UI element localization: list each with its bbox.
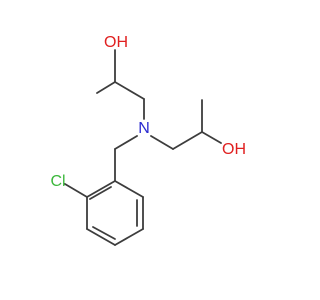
molecule-structure-diagram: OH N OH Cl <box>50 34 246 246</box>
bonds <box>64 49 222 246</box>
bond-n-ch2-right <box>150 135 174 150</box>
atom-label-oh-right: OH <box>222 141 246 158</box>
ring-bond-1 <box>86 180 116 198</box>
bond-ring-cl <box>64 183 88 198</box>
ring-bond-3 <box>86 228 116 246</box>
ring-bond-1-inner <box>89 186 112 200</box>
atom-label-oh-top: OH <box>104 34 128 51</box>
bond-carbinol-ch2-top <box>114 81 145 100</box>
ring-bond-6 <box>114 180 144 198</box>
bond-ch2-carbinol-right <box>172 131 203 150</box>
atom-labels: OH N OH Cl <box>50 34 246 190</box>
bond-carbinol-oh-right <box>201 131 222 144</box>
bond-n-ch2-benzyl <box>114 135 138 150</box>
atom-label-cl: Cl <box>50 173 65 190</box>
bond-methyl-top <box>96 81 116 94</box>
ring-bond-3-inner <box>92 226 116 240</box>
ring-bond-4 <box>114 228 144 246</box>
atom-label-n: N <box>138 120 150 137</box>
